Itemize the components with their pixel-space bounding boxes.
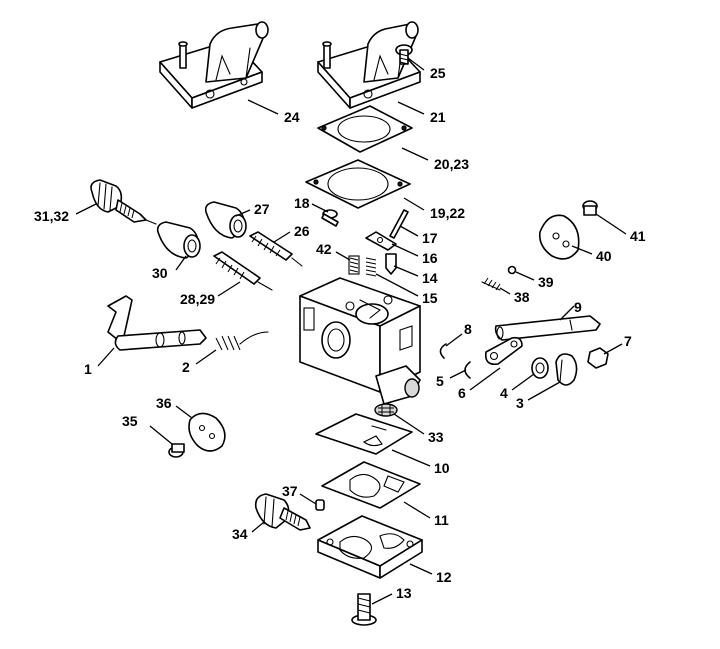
callout-30: 30	[152, 265, 168, 281]
callout-11: 11	[434, 512, 449, 528]
part-12-pump-cover	[317, 515, 423, 579]
callout-33: 33	[428, 429, 444, 445]
part-10-metering-diaphragm	[315, 413, 413, 455]
callout-7: 7	[624, 333, 632, 349]
callout-42: 42	[316, 241, 332, 257]
callout-3: 3	[516, 395, 524, 411]
part-37-plug	[315, 499, 325, 511]
part-6-lever	[484, 336, 523, 366]
leader-lines	[75, 57, 627, 605]
part-41-screw	[582, 200, 598, 216]
part-15-spring	[365, 257, 377, 277]
callout-17: 17	[422, 230, 438, 246]
part-35-screw	[168, 443, 185, 458]
part-34-adjusting-screw	[254, 493, 311, 531]
callout-25: 25	[430, 65, 446, 81]
part-1-throttle-shaft	[107, 295, 207, 351]
part-28-29-needle	[213, 251, 273, 291]
part-20-23-diaphragm	[317, 105, 413, 153]
part-2-spring	[215, 331, 269, 351]
callout-39: 39	[538, 274, 554, 290]
part-8-clip	[439, 343, 447, 359]
part-9-choke-shaft	[494, 315, 601, 341]
callout-4: 4	[500, 385, 508, 401]
part-4-washer	[531, 357, 549, 379]
callout-38: 38	[514, 289, 530, 305]
part-33-screen	[374, 403, 398, 417]
part-17-pin	[389, 209, 409, 239]
callout-12: 12	[436, 569, 452, 585]
part-36-disc	[188, 412, 226, 452]
callout-27: 27	[254, 201, 270, 217]
part-38-spring	[481, 277, 501, 291]
part-11-gasket	[321, 461, 421, 509]
callout-16: 16	[422, 250, 438, 266]
callout-6: 6	[458, 385, 466, 401]
callout-40: 40	[596, 248, 612, 264]
part-42-spring	[348, 255, 360, 275]
part-21-intake-manifold	[317, 21, 421, 109]
part-39-ball	[507, 265, 517, 275]
callout-15: 15	[422, 290, 438, 306]
part-24-intake-manifold	[159, 21, 269, 109]
part-18-screw	[321, 209, 339, 227]
callout-20-23: 20,23	[434, 156, 469, 172]
callout-13: 13	[396, 585, 412, 601]
part-25-screw	[395, 44, 413, 65]
part-16-lever	[365, 231, 397, 251]
part-30-sleeve	[156, 221, 201, 259]
callout-labels: 24 21 25 20,23 19,22 31,32 27 18 17 26 1…	[34, 65, 646, 601]
callout-8: 8	[464, 321, 472, 337]
callout-31-32: 31,32	[34, 208, 69, 224]
callout-34: 34	[232, 526, 248, 542]
callout-2: 2	[182, 359, 190, 375]
part-26-needle	[249, 231, 303, 267]
callout-9: 9	[574, 299, 582, 315]
callout-37: 37	[282, 483, 298, 499]
callout-26: 26	[294, 223, 310, 239]
callout-5: 5	[436, 373, 444, 389]
callout-36: 36	[156, 395, 172, 411]
callout-10: 10	[434, 460, 450, 476]
part-31-32-adjusting-screw	[90, 179, 157, 225]
part-3-cap	[555, 353, 578, 386]
part-13-screw	[351, 593, 377, 626]
carburetor-body	[299, 277, 421, 405]
part-7-nut	[587, 347, 609, 369]
part-27-sleeve	[204, 201, 247, 239]
part-14-inlet-needle	[385, 253, 397, 275]
callout-24: 24	[284, 109, 300, 125]
callout-21: 21	[430, 109, 446, 125]
part-40-disc	[538, 214, 580, 260]
callout-14: 14	[422, 270, 438, 286]
callout-1: 1	[84, 361, 92, 377]
callout-41: 41	[630, 228, 646, 244]
callout-19-22: 19,22	[430, 205, 465, 221]
callout-35: 35	[122, 413, 138, 429]
part-19-22-gasket	[305, 159, 411, 209]
callout-28-29: 28,29	[180, 291, 215, 307]
callout-18: 18	[294, 195, 310, 211]
